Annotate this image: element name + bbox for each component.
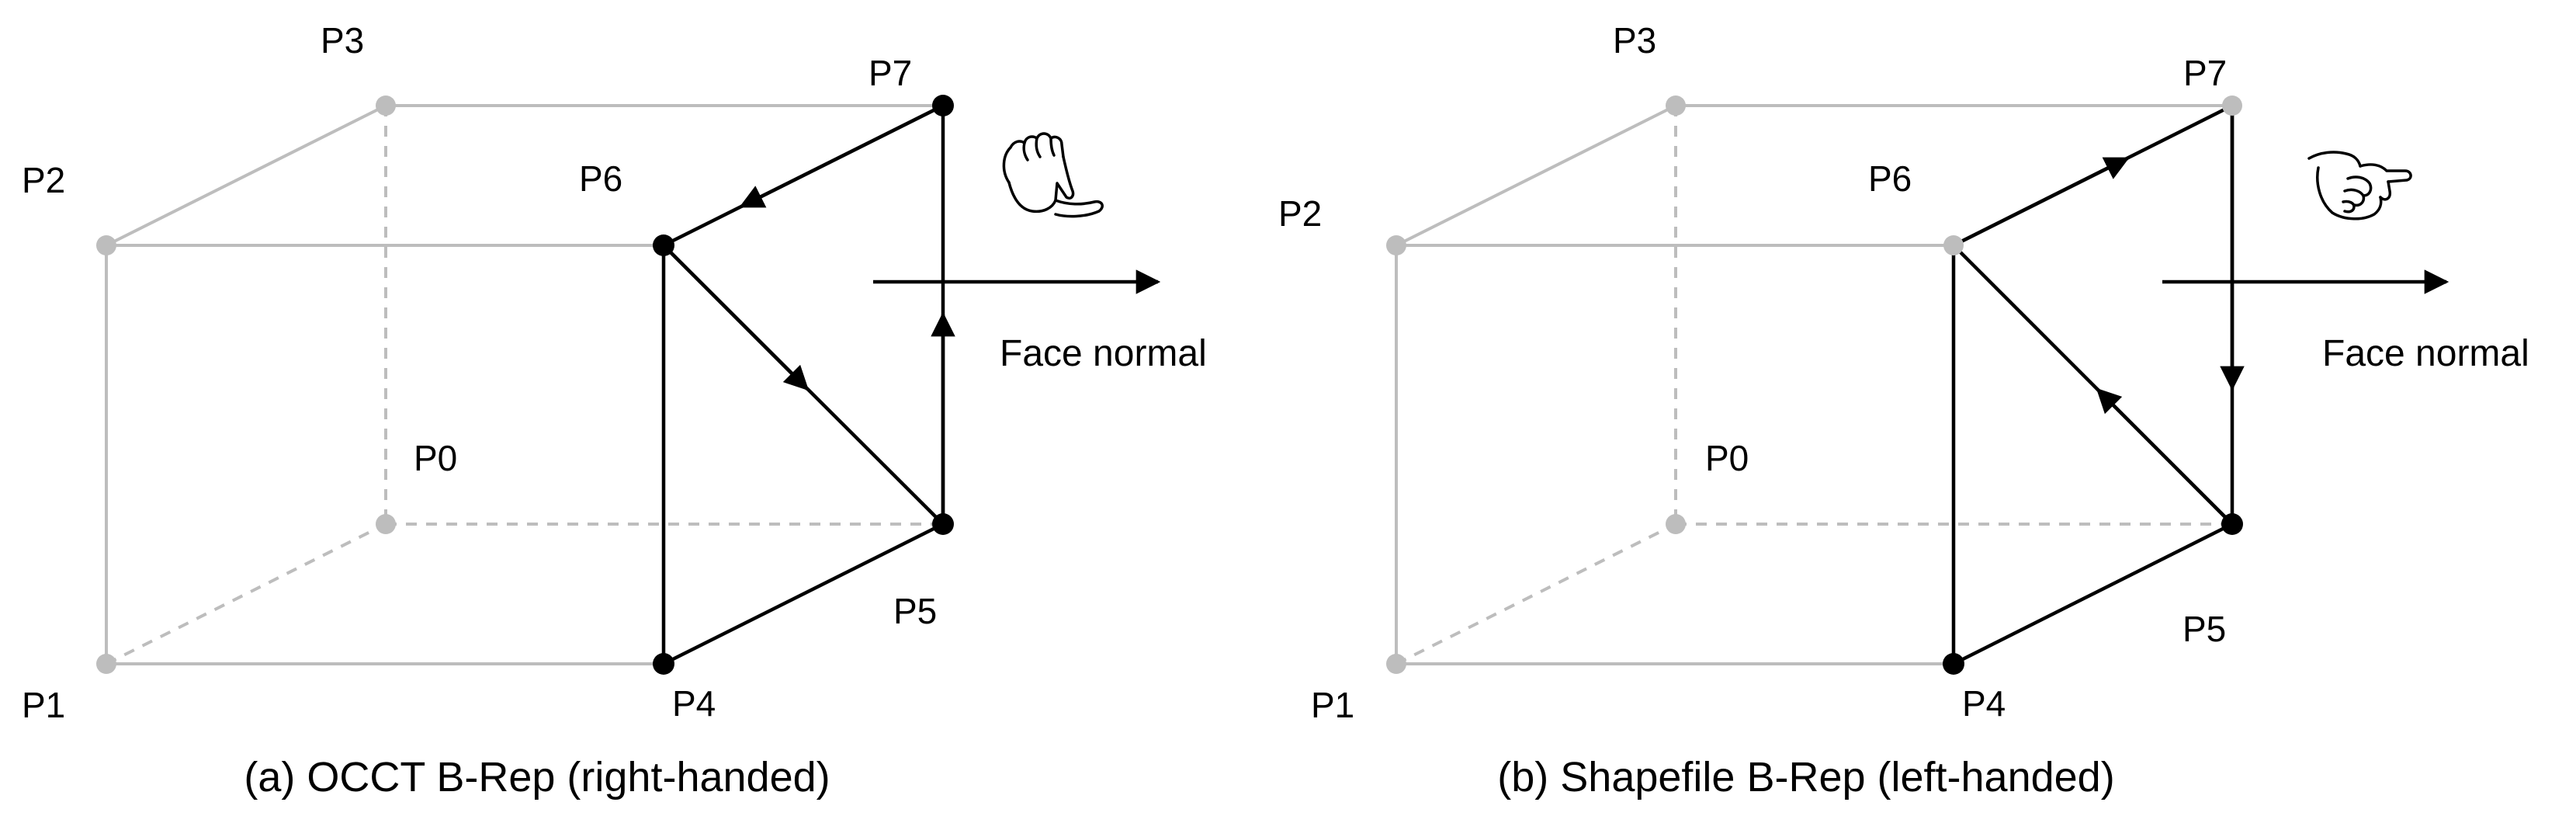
vertex-p3 [1666, 96, 1686, 116]
caption-a: (a) OCCT B-Rep (right-handed) [244, 754, 830, 800]
thumb-down-icon [2307, 151, 2412, 221]
vertex-p1 [96, 654, 116, 674]
face-normal-label: Face normal [2322, 333, 2529, 374]
edge-p2-p3 [106, 104, 387, 247]
label-p7: P7 [2183, 53, 2227, 93]
vertex-p2 [1386, 235, 1406, 255]
edge-p1-p0-hidden [1395, 523, 1676, 665]
caption-b: (b) Shapefile B-Rep (left-handed) [1497, 754, 2114, 800]
label-p2: P2 [22, 160, 65, 200]
label-p0: P0 [414, 438, 457, 478]
label-p3: P3 [1613, 20, 1656, 61]
label-p6: P6 [579, 158, 622, 199]
vertex-p0 [376, 514, 396, 534]
vertex-p5 [932, 513, 954, 535]
vertex-p0 [1666, 514, 1686, 534]
vertex-p2 [96, 235, 116, 255]
label-p3: P3 [321, 20, 364, 61]
panel-b: Face normal P3 P2 P1 P0 P7 P6 P5 P4 (b) … [1278, 20, 2529, 800]
label-p5: P5 [893, 591, 937, 631]
vertex-p7 [932, 95, 954, 116]
label-p5: P5 [2182, 609, 2226, 649]
edge-p1-p0-hidden [106, 523, 387, 665]
edge-p2-p3 [1395, 104, 1676, 247]
vertex-p4 [1943, 653, 1964, 675]
vertex-p4 [653, 653, 674, 675]
vertex-p7 [2222, 96, 2242, 116]
vertex-p5 [2221, 513, 2243, 535]
arrow-p5-p6 [2096, 387, 2234, 526]
vertex-p1 [1386, 654, 1406, 674]
label-p4: P4 [672, 683, 716, 724]
label-p4: P4 [1962, 683, 2006, 724]
arrow-p6-p7 [1952, 156, 2130, 248]
vertex-p3 [376, 96, 396, 116]
arrow-p7-p6 [739, 103, 945, 209]
arrow-p6-p5 [662, 244, 810, 391]
label-p2: P2 [1278, 193, 1322, 234]
panel-a: Face normal P3 P2 P1 P0 P7 P6 P5 P4 (a) … [22, 20, 1207, 800]
vertex-p6 [653, 234, 674, 256]
edge-p4-p5 [1952, 522, 2234, 666]
vertex-p6 [1943, 235, 1964, 255]
label-p0: P0 [1705, 438, 1749, 478]
label-p1: P1 [1311, 685, 1354, 725]
edge-p4-p5 [662, 522, 945, 666]
label-p6: P6 [1868, 158, 1912, 199]
face-normal-label: Face normal [1000, 333, 1207, 374]
label-p1: P1 [22, 685, 65, 725]
label-p7: P7 [868, 53, 912, 93]
thumb-up-icon [1002, 132, 1104, 218]
